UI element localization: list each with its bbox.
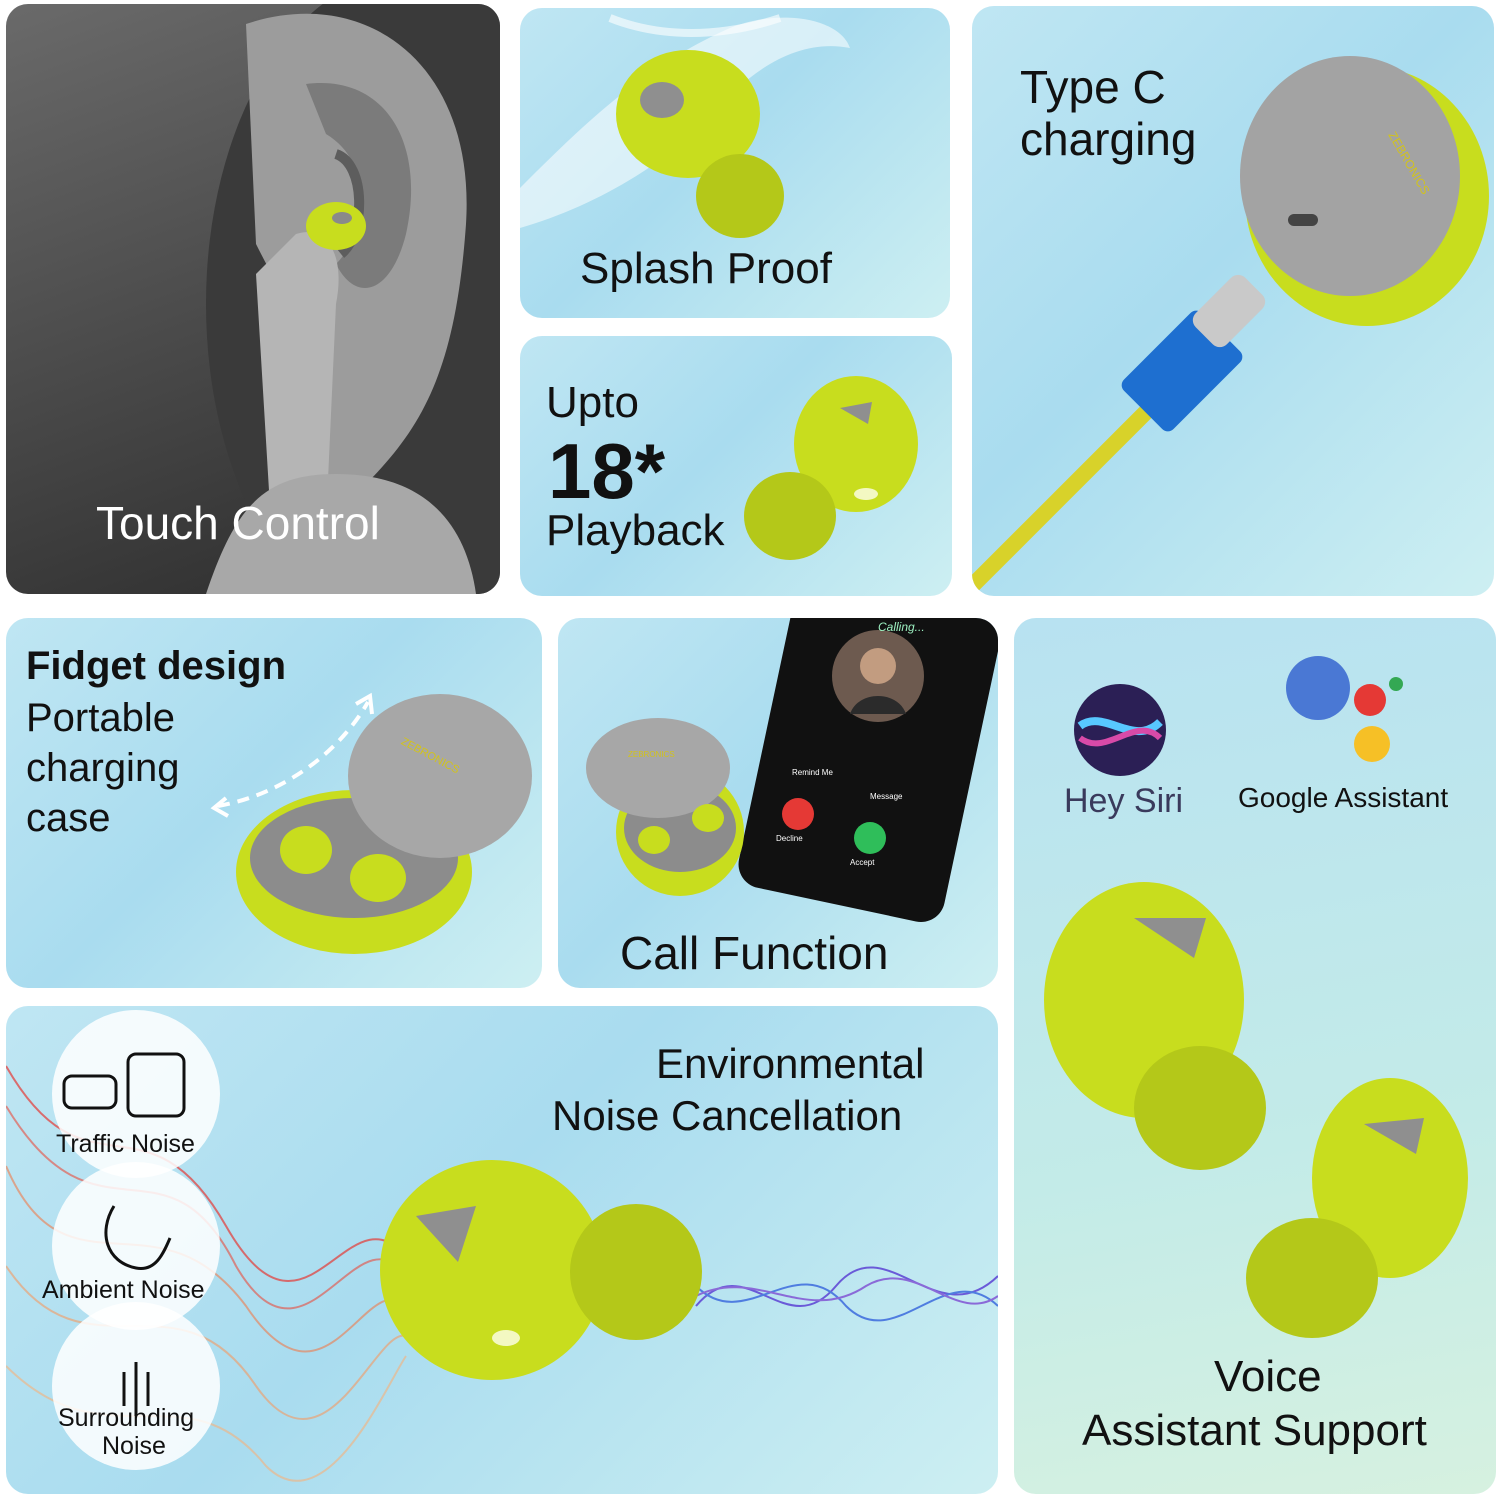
earbud-icon [692,804,724,832]
call-function-label: Call Function [620,927,889,979]
playback-upto: Upto [546,378,639,427]
call-decline: Decline [776,834,803,843]
earbud-icon [1312,1078,1468,1278]
voice-assistant-tile: Hey Siri Google Assistant Voice Assistan… [1014,618,1496,1494]
earbud-icon [638,826,670,854]
enc-line1: Environmental [656,1040,925,1087]
fidget-design-tile: ZEBRONICS Fidget design Portable chargin… [6,618,542,988]
bus-icon [126,1052,186,1118]
voice-line2: Assistant Support [1082,1406,1427,1455]
hey-siri-label: Hey Siri [1064,782,1184,820]
sound-waves-icon [122,1362,150,1416]
splash-proof-graphic [520,14,850,238]
surrounding-noise-line1: Surrounding [58,1404,195,1432]
fidget-title: Fidget design [26,644,286,688]
google-assistant-label: Google Assistant [1238,782,1449,813]
traffic-noise-badge [52,1010,220,1178]
type-c-graphic [972,56,1489,592]
type-c-line2: charging [1020,113,1197,165]
fidget-line4: case [26,796,111,840]
noise-cancellation-tile: Traffic Noise Ambient Noise Surrounding … [6,1006,998,1494]
decline-call-icon [782,798,814,830]
earbud-icon [280,826,332,874]
head-icon [104,1205,172,1270]
touch-control-photo [206,4,500,594]
call-brand: ZEBRONICS [628,750,675,759]
voice-line1: Voice [1214,1352,1322,1401]
playback-label: Playback [546,506,725,555]
fidget-line3: charging [26,746,180,790]
google-assistant-icon [1286,656,1350,720]
phone-icon [738,618,998,922]
earbud-icon [350,854,406,902]
noise-graphic [6,1010,998,1482]
ambient-noise-label: Ambient Noise [42,1276,205,1304]
traffic-noise-label: Traffic Noise [56,1130,195,1158]
car-icon [62,1074,118,1110]
call-function-tile: Calling... Remind Me Message Decline Acc… [558,618,998,988]
playback-earbud [744,376,918,560]
earbud-icon [616,50,760,178]
enc-line2: Noise Cancellation [552,1092,903,1139]
accept-call-icon [854,822,886,854]
call-accept: Accept [850,858,875,867]
type-c-tile: ZEBRONICS Type C charging [972,6,1494,596]
earbud-icon [306,202,366,250]
playback-hours: 18* [548,427,666,515]
touch-control-tile: Touch Control [6,4,500,594]
call-status: Calling... [878,620,925,634]
call-message: Message [870,792,903,801]
call-remind-me: Remind Me [792,768,833,777]
voice-graphic [1044,656,1468,1338]
fidget-line2: Portable [26,696,175,740]
call-graphic [586,618,998,922]
surrounding-noise-line2: Noise [102,1432,166,1460]
splash-proof-tile: Splash Proof [520,8,950,318]
ambient-noise-badge [52,1162,220,1330]
splash-proof-label: Splash Proof [580,244,832,293]
touch-control-label: Touch Control [96,497,380,549]
type-c-line1: Type C [1020,61,1166,113]
playback-tile: Upto 18* Playback [520,336,952,596]
fidget-graphic [210,692,532,954]
